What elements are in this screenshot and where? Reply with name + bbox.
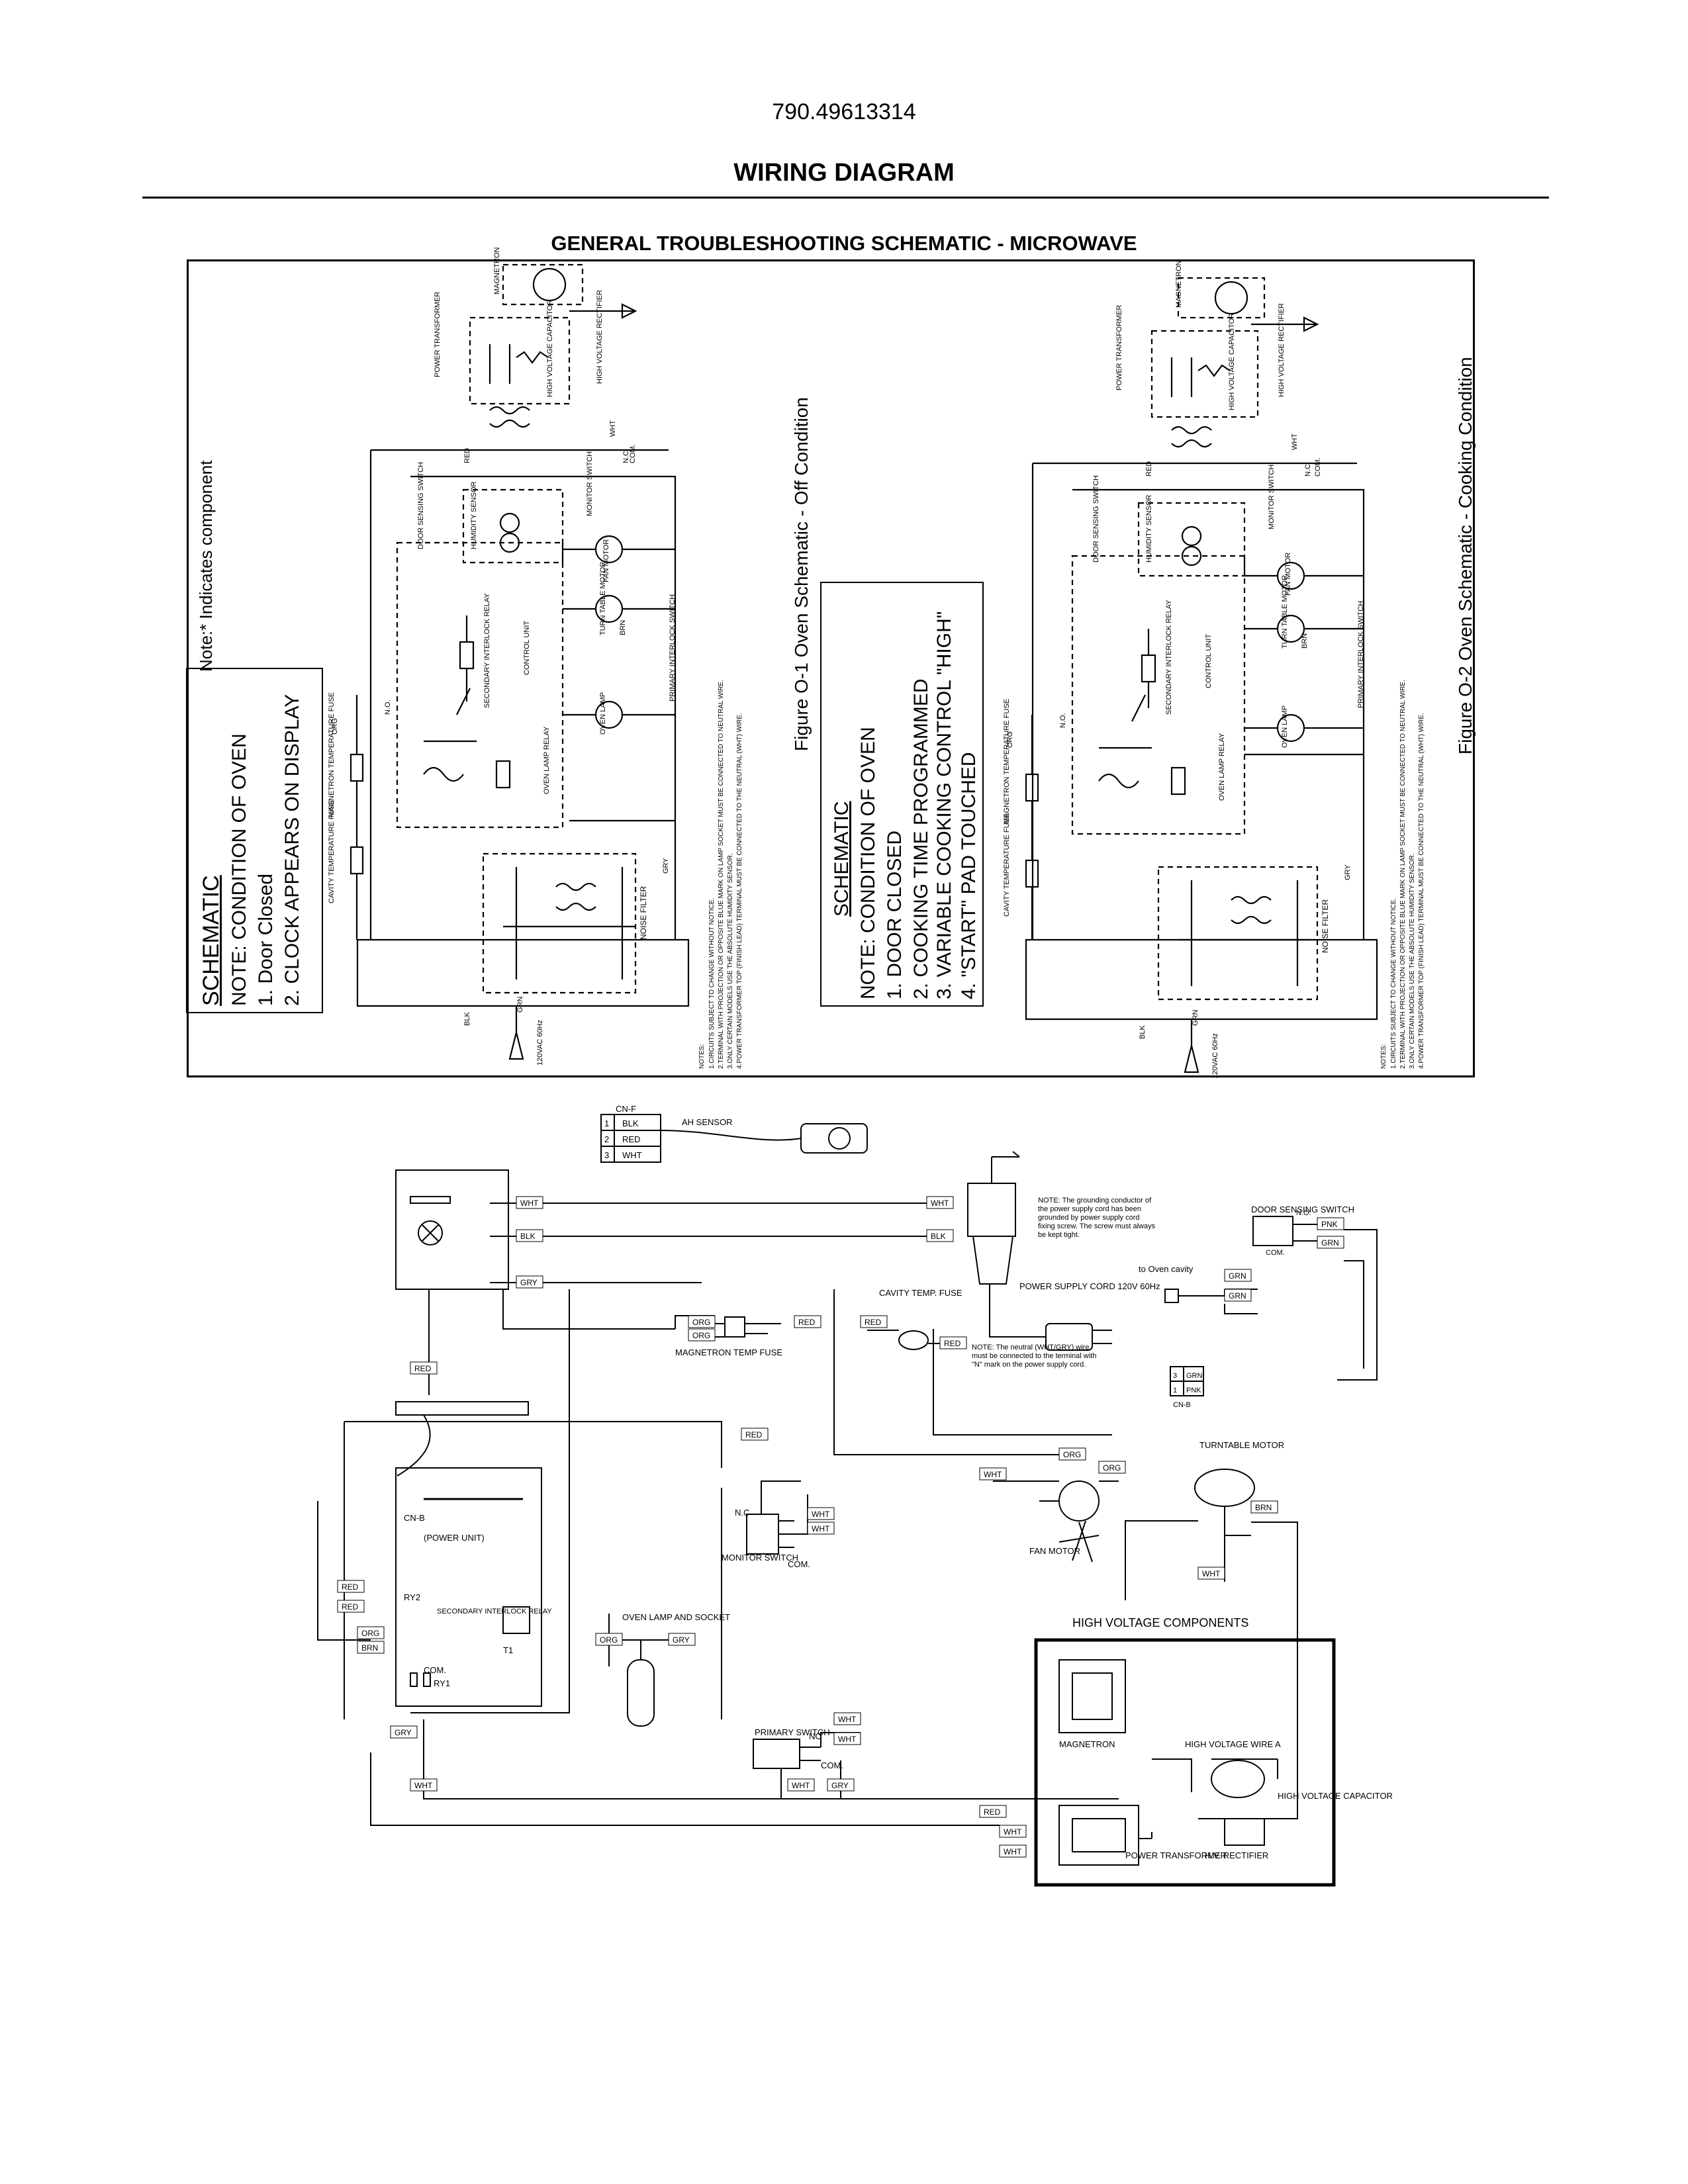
tag-red-3: RED bbox=[944, 1339, 961, 1348]
tag-wht-1: WHT bbox=[520, 1199, 539, 1208]
turntable-motor-label: TURNTABLE MOTOR bbox=[1199, 1440, 1284, 1450]
cnb-right-pin-1: 1 bbox=[1173, 1387, 1177, 1394]
cnf-color-1: BLK bbox=[622, 1118, 639, 1128]
cnf-title: CN-F bbox=[616, 1104, 636, 1114]
tag-gry-2: GRY bbox=[395, 1728, 412, 1737]
primary-switch-label: PRIMARY SWITCH bbox=[755, 1727, 830, 1737]
hv-components-label: HIGH VOLTAGE COMPONENTS bbox=[1072, 1616, 1248, 1629]
cnf-color-3: WHT bbox=[622, 1150, 642, 1160]
tag-org-6: ORG bbox=[600, 1635, 618, 1645]
cnb-right-pnk: PNK bbox=[1186, 1387, 1201, 1394]
tag-wht-7: WHT bbox=[414, 1781, 433, 1790]
tag-red-2: RED bbox=[865, 1318, 882, 1327]
tag-red-5: RED bbox=[745, 1430, 763, 1439]
power-transformer-label: POWER TRANSFORMER bbox=[1125, 1850, 1227, 1860]
tag-gry-3: GRY bbox=[673, 1635, 690, 1645]
magnetron-temp-fuse-label: MAGNETRON TEMP FUSE bbox=[675, 1347, 782, 1357]
tag-pnk-1: PNK bbox=[1321, 1220, 1338, 1229]
schematic-title: GENERAL TROUBLESHOOTING SCHEMATIC - MICR… bbox=[551, 232, 1137, 255]
power-supply-cord-label: POWER SUPPLY CORD 120V 60Hz bbox=[1019, 1281, 1160, 1291]
tag-org-5: ORG bbox=[361, 1629, 379, 1638]
com-label-monitor: COM. bbox=[788, 1559, 810, 1569]
tag-wht-2: WHT bbox=[931, 1199, 949, 1208]
cnb-right-grn: GRN bbox=[1186, 1372, 1203, 1380]
cavity-temp-fuse-label: CAVITY TEMP. FUSE bbox=[879, 1288, 962, 1298]
cnb-right-pin-3: 3 bbox=[1173, 1372, 1177, 1380]
monitor-switch-label: MONITOR SWITCH bbox=[722, 1553, 798, 1563]
cnb-right-label: CN-B bbox=[1173, 1401, 1191, 1409]
cnb-label: CN-B bbox=[404, 1513, 425, 1523]
magnetron-label: MAGNETRON bbox=[1059, 1739, 1115, 1749]
cnf-pin-2: 2 bbox=[604, 1134, 609, 1144]
power-unit-label: (POWER UNIT) bbox=[424, 1533, 485, 1543]
to-oven-cavity-label: to Oven cavity bbox=[1139, 1264, 1194, 1274]
com-label-primary: COM. bbox=[821, 1760, 843, 1770]
fan-motor-label: FAN MOTOR bbox=[1029, 1546, 1080, 1556]
tag-wht-10: WHT bbox=[792, 1781, 810, 1790]
hv-rectifier-label: H.V. RECTIFIER bbox=[1205, 1850, 1268, 1860]
no-label-door: N.O. bbox=[1296, 1209, 1311, 1217]
cnf-pin-3: 3 bbox=[604, 1150, 609, 1160]
nc-label-monitor: N.C bbox=[735, 1508, 749, 1518]
page-title: WIRING DIAGRAM bbox=[733, 159, 955, 187]
tag-gry-4: GRY bbox=[831, 1781, 849, 1790]
oven-lamp-socket-label: OVEN LAMP AND SOCKET bbox=[622, 1612, 730, 1622]
hv-wire-a-label: HIGH VOLTAGE WIRE A bbox=[1185, 1739, 1281, 1749]
tag-red-4: RED bbox=[414, 1364, 432, 1373]
tag-wht-8: WHT bbox=[838, 1715, 857, 1724]
tag-blk-2: BLK bbox=[931, 1232, 946, 1241]
title-divider bbox=[142, 197, 1549, 199]
tag-org-1: ORG bbox=[692, 1318, 710, 1327]
tag-gry-1: GRY bbox=[520, 1278, 538, 1287]
tag-wht-4: WHT bbox=[812, 1510, 830, 1519]
tag-red-1: RED bbox=[798, 1318, 816, 1327]
cnf-color-2: RED bbox=[622, 1134, 640, 1144]
com-label-door: COM. bbox=[1266, 1249, 1285, 1257]
tag-wht-6: WHT bbox=[1202, 1569, 1221, 1578]
no-label-primary: NO bbox=[809, 1731, 822, 1741]
secondary-relay-label: SECONDARY INTERLOCK RELAY bbox=[437, 1608, 552, 1615]
grounding-note: NOTE: The grounding conductor of the pow… bbox=[1038, 1197, 1156, 1239]
ah-sensor-label: AH SENSOR bbox=[682, 1117, 733, 1127]
tag-blk-1: BLK bbox=[520, 1232, 536, 1241]
com-label-ry1: COM. bbox=[424, 1665, 446, 1675]
tag-grn-1: GRN bbox=[1321, 1238, 1339, 1248]
ry1-label: RY1 bbox=[434, 1678, 450, 1688]
tag-brn-1: BRN bbox=[1255, 1503, 1272, 1512]
part-number: 790.49613314 bbox=[772, 99, 916, 124]
tag-wht-12: WHT bbox=[1004, 1847, 1022, 1856]
hv-capacitor-label: HIGH VOLTAGE CAPACITOR bbox=[1278, 1791, 1393, 1801]
tag-org-2: ORG bbox=[692, 1331, 710, 1340]
tag-brn-2: BRN bbox=[361, 1643, 378, 1653]
tag-wht-5: WHT bbox=[812, 1524, 830, 1533]
tag-grn-2: GRN bbox=[1229, 1271, 1246, 1281]
ry2-label: RY2 bbox=[404, 1592, 420, 1602]
tag-grn-3: GRN bbox=[1229, 1291, 1246, 1300]
tag-red-6: RED bbox=[342, 1582, 359, 1592]
tag-wht-11: WHT bbox=[1004, 1827, 1022, 1837]
cnf-pin-1: 1 bbox=[604, 1118, 609, 1128]
t1-label: T1 bbox=[503, 1645, 513, 1655]
door-sensing-switch-label: DOOR SENSING SWITCH bbox=[1251, 1205, 1354, 1214]
tag-org-3: ORG bbox=[1063, 1450, 1081, 1459]
tag-org-4: ORG bbox=[1103, 1463, 1121, 1473]
tag-wht-9: WHT bbox=[838, 1735, 857, 1744]
neutral-note: NOTE: The neutral (WHT/GRY) wire must be… bbox=[972, 1343, 1097, 1369]
tag-red-8: RED bbox=[984, 1807, 1001, 1817]
tag-wht-3: WHT bbox=[984, 1470, 1002, 1479]
tag-red-7: RED bbox=[342, 1602, 359, 1612]
